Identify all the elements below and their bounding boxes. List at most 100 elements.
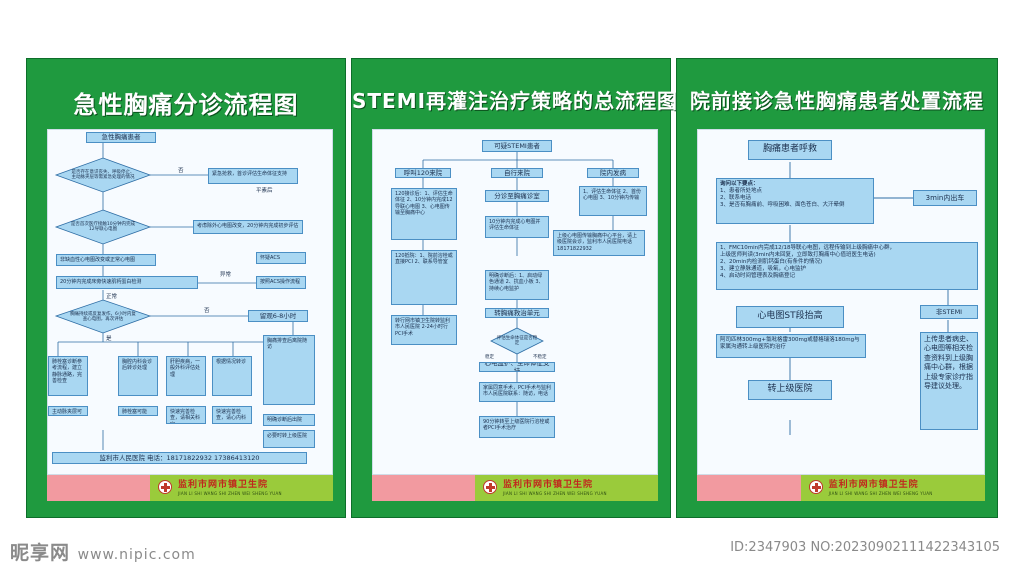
noncardiac-box: 考虑除外心电图改变，20分钟内完成初步评估 (193, 220, 303, 234)
no-label: 否 (178, 168, 184, 174)
hospital-name: 监利市网市镇卫生院 (828, 479, 919, 490)
panel-title: 急性胸痛分诊流程图 (73, 91, 299, 119)
referral-box: 转行网市镇卫生院转监利市人民医院 2-24小时行PCI手术 (391, 315, 457, 345)
hospital-name: 监利市网市镇卫生院 (502, 479, 593, 490)
route-inhospital: 院内发病 (587, 168, 639, 178)
ask-item: 2、联系电话 (720, 194, 751, 201)
panel-title: 院前接诊急性胸痛患者处置流程 (690, 89, 984, 113)
hospital-footer: 监利市网市镇卫生院 JIAN LI SHI WANG SHI ZHEN WEI … (47, 475, 333, 501)
red-cross-icon (482, 480, 497, 494)
row-box-2: 肺栓塞可能 (118, 406, 158, 416)
confirm-box: 明确诊断后出院 (263, 414, 315, 426)
step-item: 3、建立静脉通道，吸氧，心电监护 (720, 265, 807, 272)
suspect-acs-box: 怀疑ACS (256, 252, 306, 264)
hospital-pinyin: JIAN LI SHI WANG SHI ZHEN WEI SHENG YUAN (502, 490, 607, 496)
yes-label: 是 (106, 336, 112, 342)
column-box-2: 胸腔内科会诊后转诊处理 (118, 356, 158, 396)
ambulance-box-2: 120抵院：1、院前溶栓或直接PCI 2、联系导管室 (391, 250, 457, 305)
ecg-box: 非缺血性心电图改变或正常心电图 (56, 254, 156, 266)
start-box: 胸痛患者呼救 (748, 140, 832, 160)
ecg-10min-box: 10分钟内完成心电图并评估生命体征 (485, 216, 549, 238)
panel-prehospital: 院前接诊急性胸痛患者处置流程 胸痛患者呼救 询问以下要点： 1、患者所处地点 (676, 58, 998, 518)
abnormal-label: 异常 (220, 272, 232, 278)
stable-label: 稳定 (485, 355, 494, 360)
ask-item: 1、患者所处地点 (720, 187, 762, 194)
row-box-1: 主动脉夹层可能 (48, 406, 88, 416)
upload-records-box: 上传患者病史、心电图等相关检查资料到上级胸痛中心群，根据上级专家诊疗指导建议处理… (920, 332, 978, 430)
hospital-footer: 监利市网市镇卫生院 JIAN LI SHI WANG SHI ZHEN WEI … (372, 475, 658, 501)
step-item: 2、20min内检测肌钙蛋白(有条件的情况) (720, 258, 823, 265)
watermark-url: www.nipic.com (77, 547, 196, 563)
red-cross-icon (157, 480, 172, 494)
chest-pain-unit-box: 转胸痛救治单元 (485, 308, 549, 318)
footer-pink-band (697, 475, 801, 501)
panel-title: STEMI再灌注治疗策略的总流程图 (352, 89, 679, 113)
observe-box: 留观6-8小时 (248, 310, 308, 322)
flowchart-sheet: 胸痛患者呼救 询问以下要点： 1、患者所处地点 2、联系电话 3、是否有胸痛前、… (697, 129, 985, 475)
flowchart-sheet: 可疑STEMI患者 呼叫120来院 自行来院 院内发病 120接诊后：1、评估生… (372, 129, 658, 475)
footer-hospital-band: 监利市网市镇卫生院 JIAN LI SHI WANG SHI ZHEN WEI … (800, 475, 985, 501)
decision-ecg: 是否首次医疗接触10分钟内完成12导联心电图 (70, 221, 136, 232)
ambulance-box-1: 120接诊后：1、评估生命体征 2、10分钟内完成12导联心电图 3、心电图传输… (391, 188, 457, 240)
hospital-name: 监利市网市镇卫生院 (177, 479, 268, 490)
step-item: 4、启动时间管理表及胸痛登记 (720, 272, 796, 279)
contact-box: 监利市人民医院 电话：18171822932 17386413120 (52, 452, 307, 464)
transfer-box: 必要时转上级医院 (263, 430, 315, 448)
troponin-box: 20分钟内完成床旁快速肌钙蛋白检测 (56, 276, 198, 289)
row-box-4: 快速完善检查，请心内科 (212, 406, 252, 424)
hospital-pinyin: JIAN LI SHI WANG SHI ZHEN WEI SHENG YUAN (177, 490, 282, 496)
panel-triage: 急性胸痛分诊流程图 (26, 58, 346, 518)
consult-box: 上级心电图传输胸痛中心平台，请上级医院会诊，监利市人民医院电话181718229… (553, 230, 645, 256)
st-elevation-box: 心电图ST段抬高 (736, 306, 844, 328)
side-label: 平素后 (256, 188, 273, 194)
inhospital-box-1: 1、评估生命体征 2、首份心电图 3、10分钟内传输 (579, 186, 647, 216)
column-box-4: 根据情况转诊 (212, 356, 252, 396)
ask-title: 询问以下要点： (720, 181, 759, 187)
flow-connectors (789, 162, 949, 435)
step-item: 1、FMC10min内完成12/18导联心电图，远程传输到上级胸痛中心群， (720, 245, 895, 251)
footer-pink-band (372, 475, 475, 501)
ask-box: 询问以下要点： 1、患者所处地点 2、联系电话 3、是否有胸痛前、呼吸困难、面色… (716, 178, 874, 224)
flow-connectors (422, 152, 614, 416)
route-ambulance: 呼叫120来院 (395, 168, 451, 178)
emergency-box: 紧急抢救，首诊评估生命体征支持 (208, 168, 298, 184)
flowchart-sheet: 急性胸痛患者 是否存在意识丧失、呼吸停止、主动脉夹层等需紧急处理的情况 否 紧急… (47, 129, 333, 475)
step-item: 上级医师判读(3min内未回复，立即致打胸痛中心值班医生电话) (720, 251, 876, 258)
normal-label: 正常 (106, 294, 118, 300)
decision-recheck: 胸痛持续或反复发作，6小时内复查心电图，再次评估 (70, 311, 136, 322)
diagnosis-box: 明确诊断后：1、启动绿色通道 2、抗血小板 3、持续心电监护 (485, 270, 549, 300)
family-box: 家属同意手术，PCI手术与监利市人民医院联系：随访，电话 (479, 382, 555, 402)
no-label-2: 否 (204, 308, 210, 314)
panel-stemi: STEMI再灌注治疗策略的总流程图 (351, 58, 679, 518)
watermark-id: ID:2347903 NO:20230902111422343105 (730, 540, 1000, 555)
triage-box: 分诊至胸痛诊室 (485, 190, 549, 202)
dispatch-box: 3min内出车 (913, 190, 977, 206)
footer-hospital-band: 监利市网市镇卫生院 JIAN LI SHI WANG SHI ZHEN WEI … (149, 475, 333, 501)
route-self: 自行来院 (491, 168, 543, 178)
column-box-5: 胸痛排查后离院随访 (263, 335, 315, 405)
watermark-brand: 昵享网 www.nipic.com (10, 538, 196, 565)
footer-hospital-band: 监利市网市镇卫生院 JIAN LI SHI WANG SHI ZHEN WEI … (474, 475, 658, 501)
final-transfer-box: 90分钟转至上级医院行溶栓或者PCI手术治疗 (479, 416, 555, 438)
non-stemi-box: 非STEMI (920, 305, 978, 319)
hospital-footer: 监利市网市镇卫生院 JIAN LI SHI WANG SHI ZHEN WEI … (697, 475, 985, 501)
watermark-brand-name: 昵享网 (10, 542, 71, 564)
unstable-label: 不稳定 (533, 355, 547, 360)
start-box: 可疑STEMI患者 (482, 140, 552, 152)
red-cross-icon (808, 480, 823, 494)
column-box-3: 肝胆疾病，一般外科评估处理 (166, 356, 206, 396)
start-box: 急性胸痛患者 (86, 132, 156, 143)
footer-pink-band (47, 475, 150, 501)
steps-box: 1、FMC10min内完成12/18导联心电图，远程传输到上级胸痛中心群， 上级… (716, 242, 978, 290)
decision-emergency: 是否存在意识丧失、呼吸停止、主动脉夹层等需紧急处理的情况 (71, 169, 135, 180)
row-box-3: 快速完善检查，请相关科室 (166, 406, 206, 424)
medication-box: 阿司匹林300mg+氯吡格雷300mg或替格瑞洛180mg与家属沟通转上级医院的… (716, 334, 866, 358)
acs-process-box: 按照ACS操作流程 (256, 276, 306, 289)
hospital-pinyin: JIAN LI SHI WANG SHI ZHEN WEI SHENG YUAN (828, 490, 933, 496)
flow-connectors (54, 142, 308, 450)
ask-item: 3、是否有胸痛前、呼吸困难、面色苍白、大汗晕倒 (720, 201, 845, 208)
transfer-box: 转上级医院 (748, 380, 832, 400)
support-box: 心电监护、生命体征支持 (479, 362, 555, 372)
decision-stable: 评估生命体征是否稳定 (496, 335, 538, 346)
